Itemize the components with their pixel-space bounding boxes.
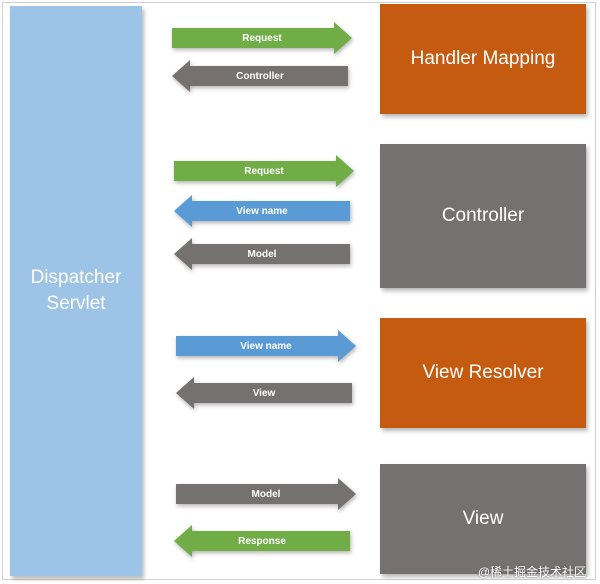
arrow-label: Response <box>238 535 286 547</box>
handler-mapping-box: Handler Mapping <box>380 4 586 114</box>
arrow-shape <box>172 60 348 92</box>
arrow-label: Request <box>242 32 282 44</box>
watermark: @稀土掘金技术社区 <box>477 565 586 579</box>
dispatcher-label-line2: Servlet <box>46 293 106 314</box>
arrow-label: View name <box>236 205 288 217</box>
dispatcher-servlet-label: Dispatcher Servlet <box>31 265 122 317</box>
model-arrow-to-view: Model <box>176 478 356 510</box>
arrow-label: Model <box>251 488 281 500</box>
view-resolver-label: View Resolver <box>422 362 544 383</box>
diagram-frame <box>2 2 596 580</box>
controller-label: Controller <box>441 205 525 226</box>
arrow-label: Request <box>244 165 284 177</box>
arrow-shape <box>174 195 350 227</box>
arrow-shape <box>176 478 356 510</box>
arrow-shape <box>176 377 352 409</box>
arrow-shape <box>174 525 350 557</box>
arrow-label: Controller <box>236 70 284 82</box>
arrow-label: View name <box>240 340 292 352</box>
view-name-arrow-from-controller: View name <box>174 195 350 227</box>
arrow-shape <box>174 238 350 270</box>
arrow-shape <box>172 22 352 54</box>
request-arrow-to-handler-mapping: Request <box>172 22 352 54</box>
view-name-arrow-to-view-resolver: View name <box>176 330 356 362</box>
view-arrow-from-view-resolver: View <box>176 377 352 409</box>
view-resolver-box: View Resolver <box>380 318 586 428</box>
view-box: View <box>380 464 586 574</box>
request-arrow-to-controller: Request <box>174 155 354 187</box>
response-arrow-from-view: Response <box>174 525 350 557</box>
view-label: View <box>462 508 504 529</box>
dispatcher-servlet-box: Dispatcher Servlet <box>10 6 142 576</box>
controller-arrow-from-handler-mapping: Controller <box>172 60 348 92</box>
arrow-shape <box>176 330 356 362</box>
arrow-label: View <box>252 387 276 399</box>
handler-mapping-label: Handler Mapping <box>410 48 556 69</box>
controller-box: Controller <box>380 144 586 288</box>
model-arrow-from-controller: Model <box>174 238 350 270</box>
arrow-label: Model <box>247 248 277 260</box>
dispatcher-label-line1: Dispatcher <box>30 267 122 288</box>
arrow-shape <box>174 155 354 187</box>
